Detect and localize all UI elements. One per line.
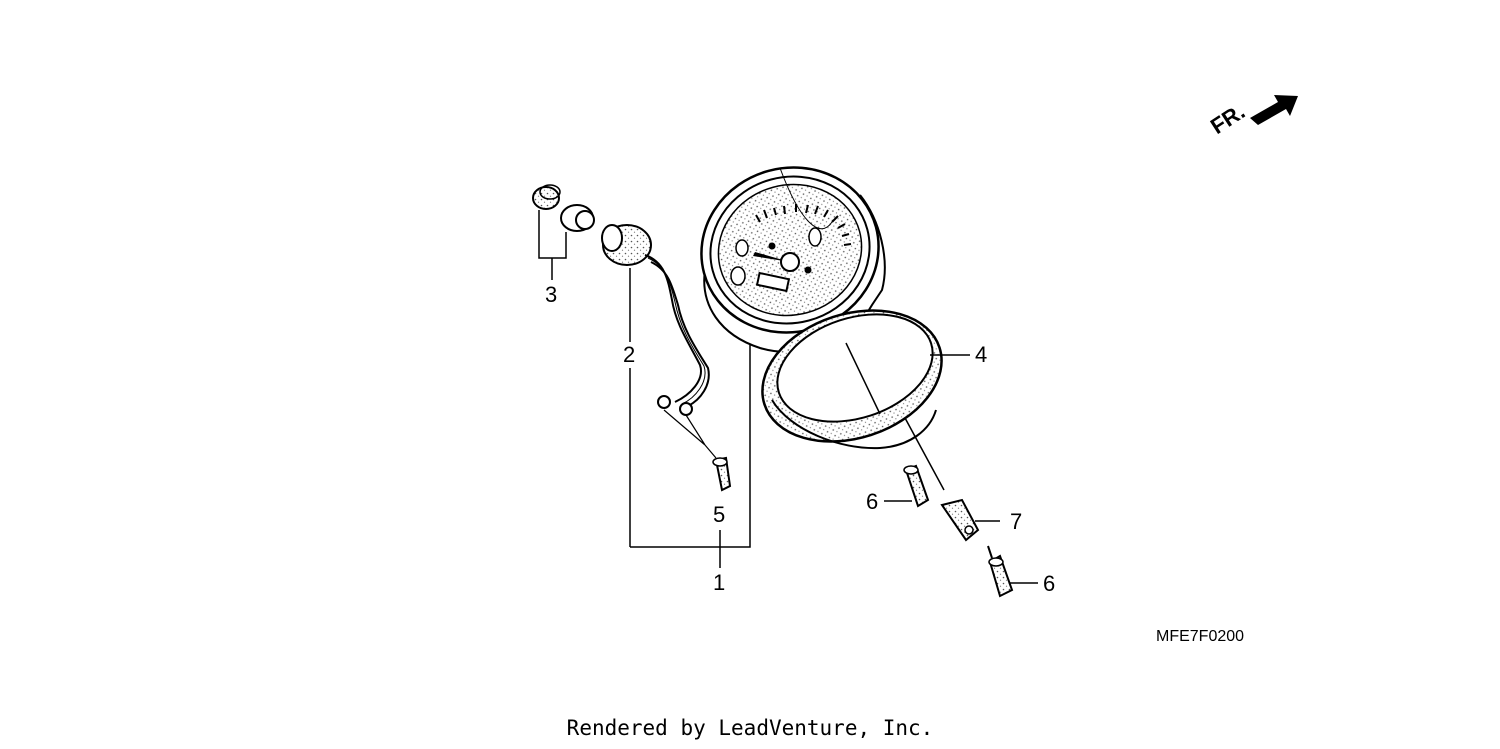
render-credit: Rendered by LeadVenture, Inc. [566, 716, 934, 740]
part-3-cap [532, 184, 561, 210]
part-6-screw-upper [903, 464, 930, 508]
callout-2: 2 [623, 342, 636, 367]
part-4-cover-ring [761, 309, 943, 450]
leader-5 [663, 409, 717, 459]
callout-6-lower: 6 [1043, 571, 1056, 596]
front-direction-arrow-icon [1250, 95, 1298, 125]
callout-6-upper: 6 [866, 489, 879, 514]
leader-3 [538, 210, 567, 280]
part-2-wires [644, 254, 710, 407]
callout-3: 3 [545, 282, 558, 307]
callout-7: 7 [1010, 509, 1023, 534]
callout-1: 1 [713, 570, 726, 595]
diagram-code: MFE7F0200 [1156, 628, 1245, 645]
callout-5: 5 [713, 502, 726, 527]
part-7-bracket [940, 498, 980, 542]
part-2-ring-terminals [657, 395, 693, 416]
speedometer-gauge [700, 166, 945, 491]
part-2-socket [601, 224, 652, 266]
part-6-screw-lower [987, 545, 1014, 598]
part-3-grommet [560, 204, 595, 232]
callout-4: 4 [975, 342, 988, 367]
leader-1 [630, 345, 751, 568]
part-5-screw [712, 456, 732, 492]
